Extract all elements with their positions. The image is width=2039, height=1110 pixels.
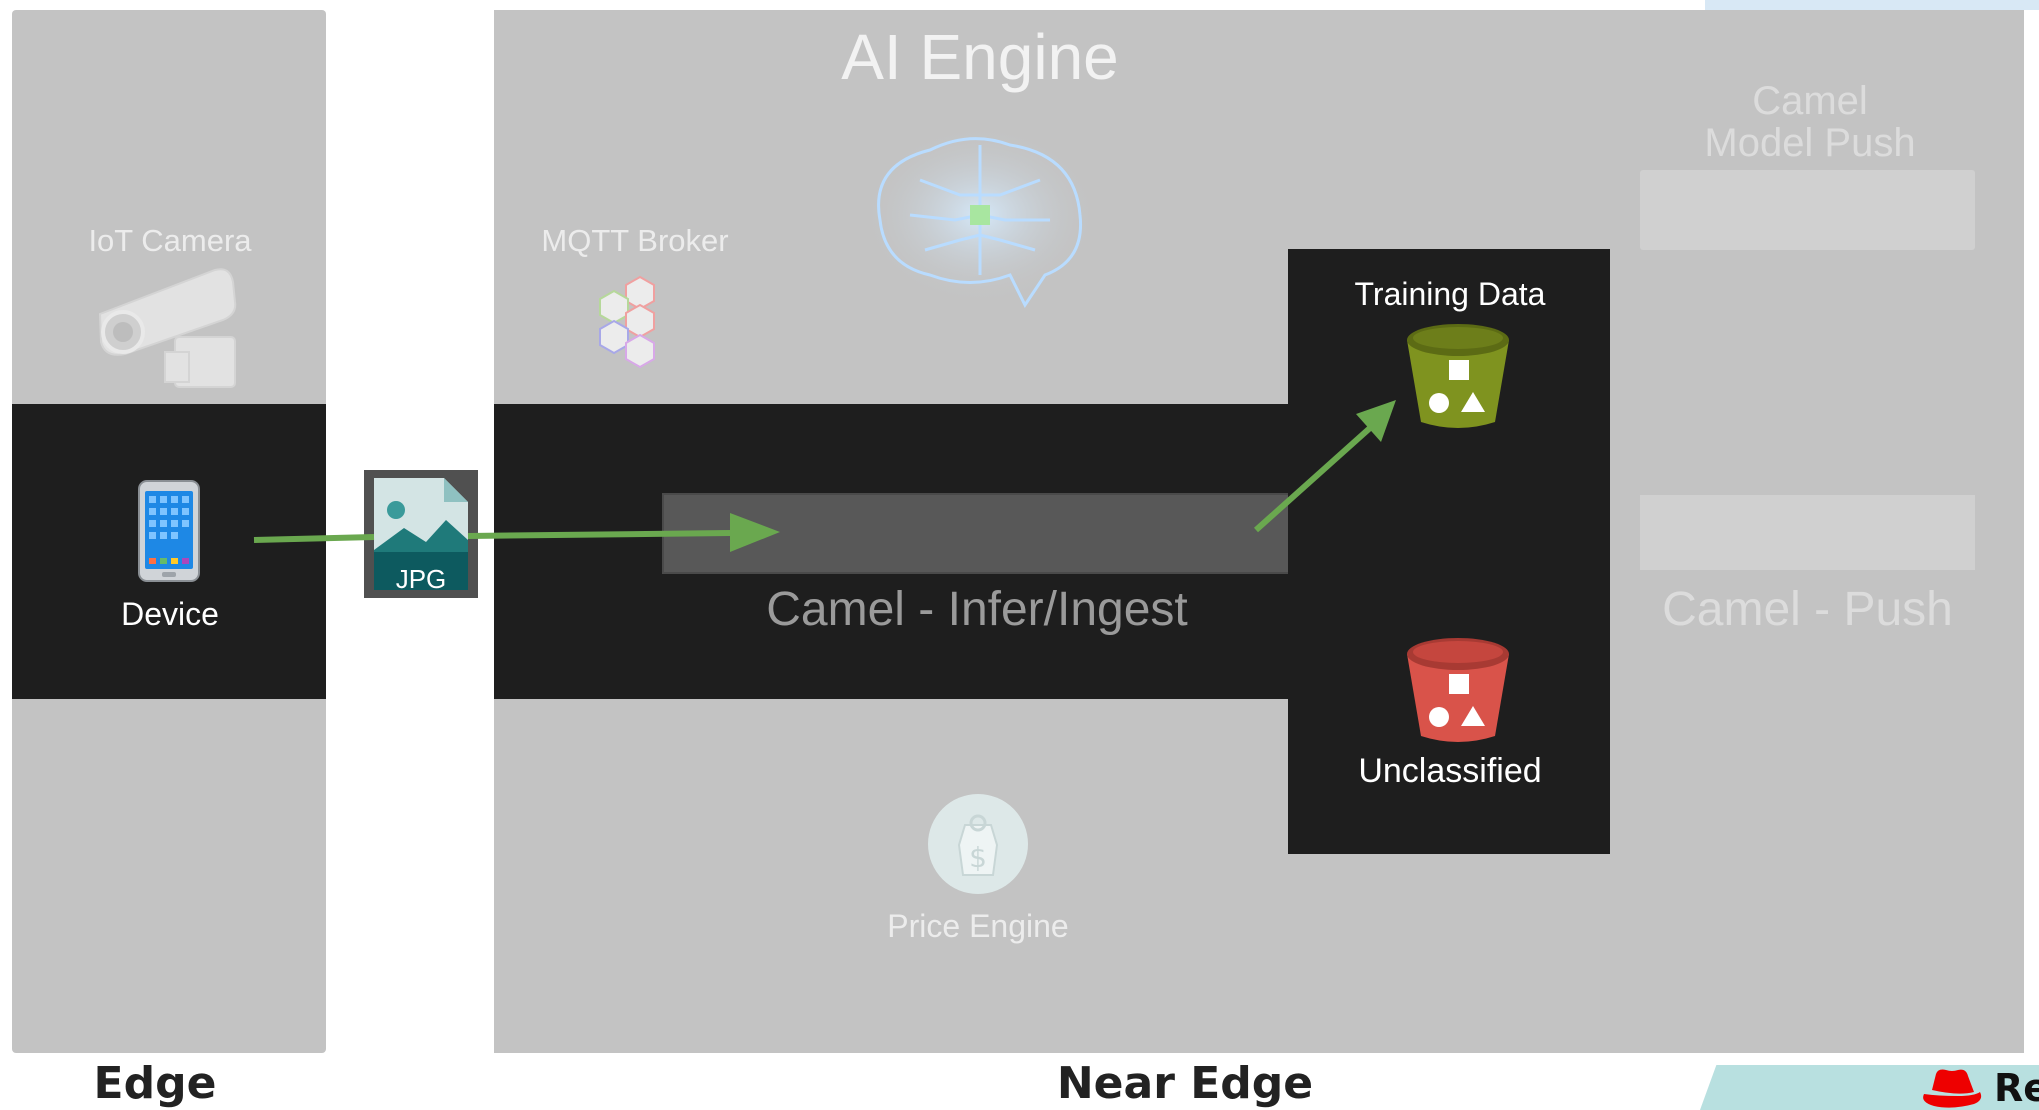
red-hat-icon bbox=[1923, 1069, 1982, 1108]
camel-infer-label: Camel - Infer/Ingest bbox=[766, 583, 1188, 636]
price-engine-label: Price Engine bbox=[887, 908, 1069, 944]
near-edge-zone-label: Near Edge bbox=[1056, 1058, 1314, 1109]
brain-circuit-icon bbox=[862, 125, 1098, 308]
arrow-device-to-jpg bbox=[253, 534, 375, 543]
bucket-icon bbox=[1407, 638, 1509, 742]
svg-text:$: $ bbox=[969, 841, 987, 874]
device-label: Device bbox=[121, 596, 219, 632]
arrow-to-training bbox=[1253, 425, 1373, 533]
image-file-icon bbox=[364, 470, 478, 598]
ai-engine-title: AI Engine bbox=[841, 21, 1119, 93]
hexagon-network-icon bbox=[599, 275, 655, 369]
edge-zone-label: Edge bbox=[93, 1058, 217, 1109]
mqtt-broker-label: MQTT Broker bbox=[541, 223, 729, 258]
training-data-label: Training Data bbox=[1354, 276, 1546, 312]
smartphone-icon bbox=[138, 480, 200, 582]
arrowhead-training bbox=[1356, 400, 1396, 442]
arrow-jpg-to-infer bbox=[467, 530, 731, 539]
price-tag-icon: $ bbox=[928, 794, 1028, 894]
camel-push-label: Camel - Push bbox=[1662, 583, 1953, 636]
camel-model-push-bar bbox=[1640, 170, 1975, 250]
unclassified-label: Unclassified bbox=[1358, 752, 1542, 790]
iot-camera-label: IoT Camera bbox=[88, 223, 252, 258]
jpg-label: JPG bbox=[395, 564, 447, 594]
camel-push-bar bbox=[1640, 495, 1975, 570]
brand-logo-text: Re bbox=[1994, 1066, 2039, 1110]
security-camera-icon bbox=[98, 268, 237, 388]
bucket-icon bbox=[1407, 324, 1509, 428]
camel-model-push-label: Camel Model Push bbox=[1704, 79, 1916, 165]
arrowhead-infer bbox=[730, 513, 780, 552]
corner-accent-top bbox=[1705, 0, 2039, 10]
